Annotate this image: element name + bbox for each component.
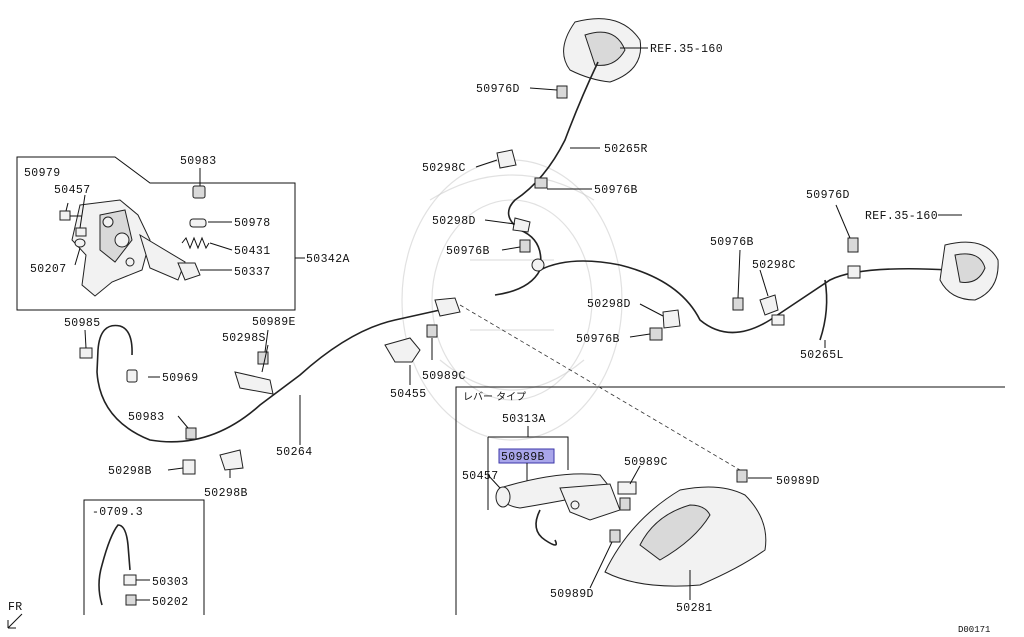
label-50976B-mid[interactable]: 50976B (446, 245, 490, 258)
ref-right[interactable]: REF.35-160 (865, 210, 938, 223)
label-50978[interactable]: 50978 (234, 217, 271, 230)
ref-top[interactable]: REF.35-160 (650, 43, 723, 56)
label-50202[interactable]: 50202 (152, 596, 189, 609)
label-50976B-right[interactable]: 50976B (710, 236, 754, 249)
label-50298S[interactable]: 50298S (222, 332, 266, 345)
label-50969[interactable]: 50969 (162, 372, 199, 385)
label-50983-mid[interactable]: 50983 (128, 411, 165, 424)
lever-type-box: レバー タイプ (455, 386, 1005, 615)
label-50264[interactable]: 50264 (276, 446, 313, 459)
label-50976B-top[interactable]: 50976B (594, 184, 638, 197)
label-50303[interactable]: 50303 (152, 576, 189, 589)
label-50989C-box[interactable]: 50989C (624, 456, 668, 469)
label-50342A[interactable]: 50342A (306, 253, 350, 266)
label-50989C-mid[interactable]: 50989C (422, 370, 466, 383)
label-50457-box[interactable]: 50457 (462, 470, 499, 483)
front-cable-group (79, 297, 461, 478)
label-50281[interactable]: 50281 (676, 602, 713, 615)
rear-cable-left-group (619, 204, 999, 348)
label-50989D-low[interactable]: 50989D (550, 588, 594, 601)
label-50313A[interactable]: 50313A (502, 413, 546, 426)
label-50989D-right[interactable]: 50989D (776, 475, 820, 488)
rear-cable-right-group (475, 18, 648, 296)
label-50431[interactable]: 50431 (234, 245, 271, 258)
lever-assembly-group (16, 156, 305, 311)
legacy-box-title: -0709.3 (92, 506, 143, 519)
label-50265L[interactable]: 50265L (800, 349, 844, 362)
label-50298C-right[interactable]: 50298C (752, 259, 796, 272)
label-50298C-top[interactable]: 50298C (422, 162, 466, 175)
front-direction-indicator: FR (7, 601, 23, 629)
label-50298D-right[interactable]: 50298D (587, 298, 631, 311)
label-50976D-right[interactable]: 50976D (806, 189, 850, 202)
legacy-variant-box: -0709.3 (83, 499, 205, 615)
label-50976B-low[interactable]: 50976B (576, 333, 620, 346)
label-50457-left[interactable]: 50457 (54, 184, 91, 197)
label-50985[interactable]: 50985 (64, 317, 101, 330)
label-50298D-top[interactable]: 50298D (432, 215, 476, 228)
label-50207[interactable]: 50207 (30, 263, 67, 276)
label-50337[interactable]: 50337 (234, 266, 271, 279)
label-50989E[interactable]: 50989E (252, 316, 296, 329)
label-50983-top[interactable]: 50983 (180, 155, 217, 168)
label-50298B-a[interactable]: 50298B (108, 465, 152, 478)
label-50979[interactable]: 50979 (24, 167, 61, 180)
label-50976D-top[interactable]: 50976D (476, 83, 520, 96)
label-50265R[interactable]: 50265R (604, 143, 648, 156)
part-labels: 50979 50457 50983 50978 50431 50337 5034… (24, 43, 990, 635)
label-50989B[interactable]: 50989B (501, 451, 545, 464)
lever-type-title: レバー タイプ (463, 391, 526, 403)
label-50455[interactable]: 50455 (390, 388, 427, 401)
diagram-code: D00171 (958, 625, 990, 635)
label-50298B-b[interactable]: 50298B (204, 487, 248, 500)
fr-label: FR (8, 601, 23, 614)
